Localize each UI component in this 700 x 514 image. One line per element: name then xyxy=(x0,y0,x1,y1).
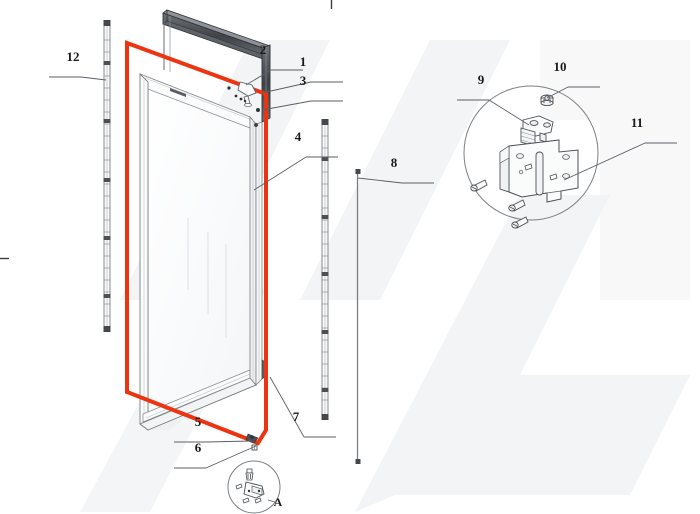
crop-marks xyxy=(0,0,333,260)
hinge-mounting-screws xyxy=(470,179,529,229)
part-10-hinge-cap xyxy=(540,94,554,107)
callout-4: 4 xyxy=(295,129,302,144)
door-inner-frame-left xyxy=(139,72,149,431)
part-12-vertical-slotted-rail xyxy=(103,20,111,332)
part-11-hinge-bracket-plate xyxy=(499,139,579,203)
callout-leader-lines xyxy=(49,69,677,469)
callout-10: 10 xyxy=(554,59,567,74)
door-top-frame-rail xyxy=(162,9,271,61)
door-assembly xyxy=(125,9,271,451)
part-8-rod-long xyxy=(355,169,361,464)
part-3-frame-fastener xyxy=(256,108,260,112)
callout-8: 8 xyxy=(391,155,398,170)
callout-7: 7 xyxy=(293,409,300,424)
callout-6: 6 xyxy=(195,440,202,455)
callout-11: 11 xyxy=(631,115,643,130)
callout-3: 3 xyxy=(300,73,307,88)
callout-2: 2 xyxy=(260,42,267,57)
callout-5: 5 xyxy=(195,414,202,429)
part-2-handle-bracket-pin xyxy=(227,81,257,107)
callout-9: 9 xyxy=(478,72,485,87)
door-back-frame-edge xyxy=(163,14,171,72)
callout-1: 1 xyxy=(300,54,307,69)
callout-12: 12 xyxy=(67,49,80,64)
part-7-door-side-rail xyxy=(321,119,329,420)
detail-view-A xyxy=(227,460,281,514)
detail-label-A: A xyxy=(274,495,283,509)
callout-labels: 1 2 3 4 5 6 7 8 9 10 11 12 A xyxy=(67,42,644,509)
